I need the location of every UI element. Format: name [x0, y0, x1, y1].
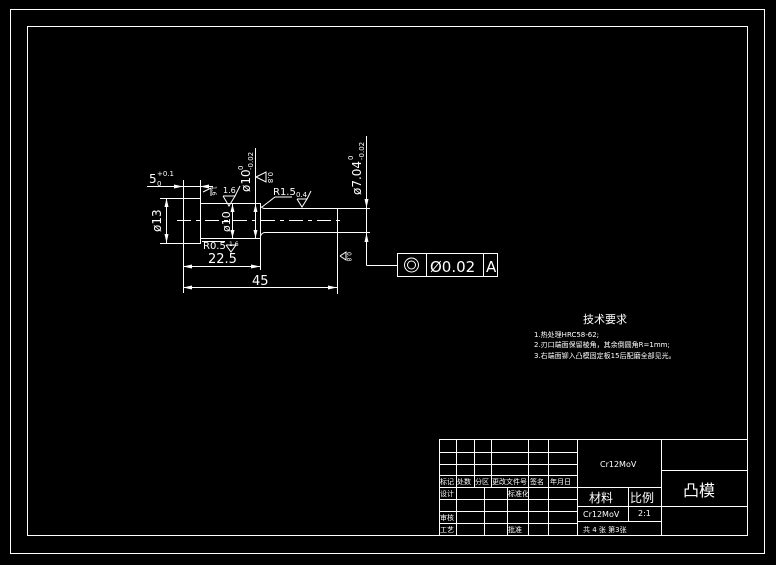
dim-22-5: 22.5 — [208, 252, 237, 267]
dim-45: 45 — [252, 274, 269, 289]
dim-d10-inner: ø10 — [220, 211, 233, 232]
tech-item: 1.热处理HRC58-62; — [534, 330, 599, 339]
material-label: 材料 — [589, 491, 613, 505]
header-zone: 分区 — [475, 477, 489, 486]
dim-5-tol-upper: +0.1 — [157, 170, 174, 178]
header-date: 年月日 — [550, 477, 571, 486]
svg-text:0.8: 0.8 — [266, 172, 274, 183]
header-signature: 签名 — [530, 477, 544, 486]
datum-label: A — [486, 258, 497, 276]
svg-text:1.6: 1.6 — [223, 186, 236, 195]
dim-d7-tol-upper: 0 — [347, 156, 355, 160]
dim-d7: ø7.04 — [350, 161, 364, 195]
label-standardize: 标准化 — [508, 489, 529, 498]
dim-d13: ø13 — [150, 209, 164, 232]
material-value: Cr12MoV — [583, 510, 620, 519]
tech-title: 技术要求 — [583, 313, 627, 326]
roughness-symbol: 1.6 — [222, 185, 241, 207]
title-block: 标记 处数 分区 更改文件号 签名 年月日 设计 标准化 审核 工艺 批准 Cr… — [439, 439, 748, 536]
svg-text:0.4: 0.4 — [296, 191, 308, 199]
header-mark: 标记 — [440, 477, 454, 486]
label-approve: 批准 — [508, 525, 522, 534]
label-process: 工艺 — [440, 526, 454, 534]
material-top: Cr12MoV — [600, 460, 637, 469]
geometric-tolerance-frame: Ø0.02 A — [397, 253, 498, 277]
header-count: 处数 — [457, 477, 471, 486]
svg-text:1.6: 1.6 — [229, 241, 239, 248]
sheet-info: 共 4 张 第3张 — [583, 525, 627, 534]
scale-value: 2:1 — [638, 509, 651, 518]
svg-text:1.6: 1.6 — [210, 186, 217, 196]
label-design: 设计 — [440, 489, 454, 498]
concentricity-icon — [404, 257, 419, 273]
header-change-doc: 更改文件号 — [492, 477, 527, 486]
label-review: 审核 — [440, 513, 454, 522]
roughness-symbol: 0.4 — [296, 190, 312, 208]
dim-5: 5 — [149, 172, 157, 186]
scale-label: 比例 — [630, 491, 654, 505]
tolerance-value: Ø0.02 — [430, 258, 475, 276]
part-view: ø13 5 +0.1 0 ø10 ø10 0 -0.02 ø7.04 0 -0.… — [147, 136, 498, 294]
svg-text:0.8: 0.8 — [345, 252, 352, 262]
dim-r1-5: R1.5 — [273, 187, 296, 198]
dim-d10-tol-upper: 0 — [237, 166, 245, 170]
technical-requirements: 技术要求 1.热处理HRC58-62; 2.刃口端面保留棱角，其余倒圆角R=1m… — [534, 313, 676, 360]
part-name: 凸模 — [683, 481, 715, 500]
dim-d10-tol-lower: -0.02 — [247, 152, 255, 170]
roughness-symbol: 0.8 — [255, 171, 274, 183]
roughness-symbol: 1.6 — [202, 186, 217, 196]
outer-border — [10, 9, 765, 554]
dim-d7-tol-lower: -0.02 — [358, 142, 366, 160]
inner-border — [27, 26, 748, 536]
tech-item: 3.右端面铆入凸模固定板15后配磨全部见光。 — [534, 351, 676, 360]
small-shaft — [260, 205, 370, 237]
dim-r0-5: R0.5 — [203, 241, 226, 252]
dim-d10-outer: ø10 — [239, 169, 253, 192]
dim-5-tol-lower: 0 — [157, 180, 161, 188]
tech-item: 2.刃口端面保留棱角，其余倒圆角R=1mm; — [534, 340, 670, 349]
roughness-symbol: 0.8 — [339, 251, 352, 262]
roughness-symbol: 1.6 — [225, 241, 239, 253]
